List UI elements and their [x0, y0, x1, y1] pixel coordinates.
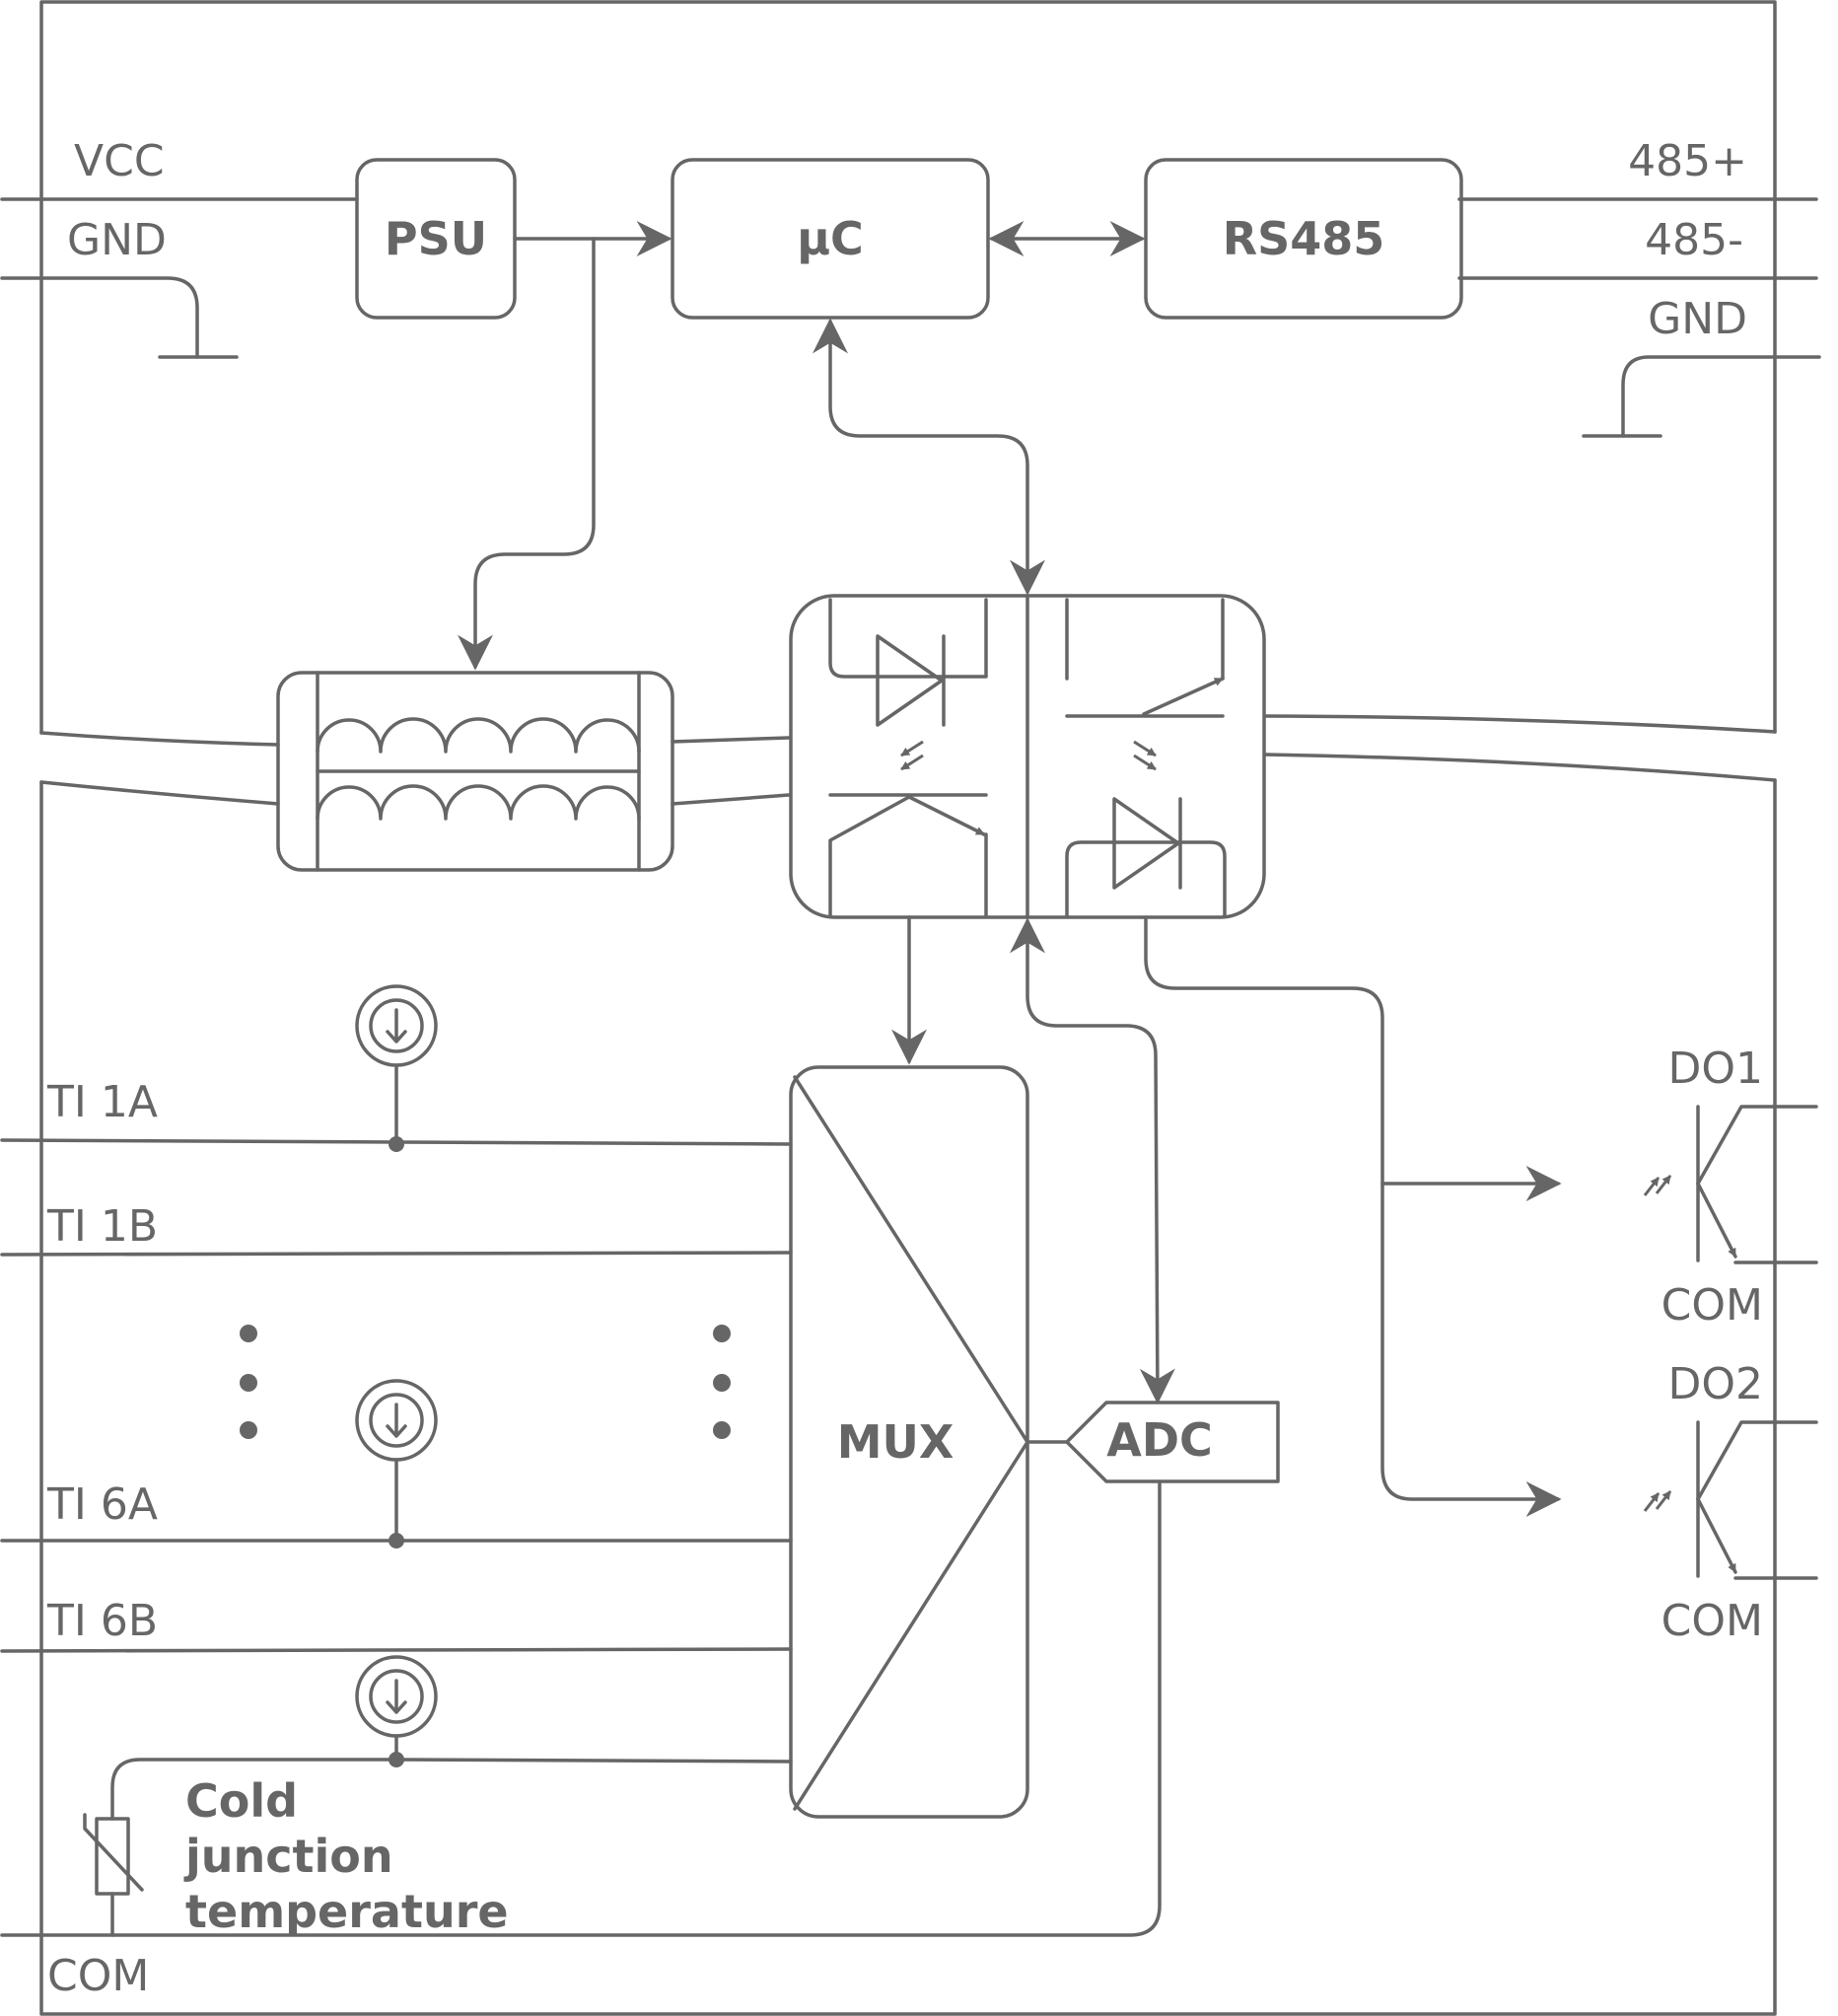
ti6a-label: TI 6A — [46, 1479, 158, 1530]
gnd-right-label: GND — [1648, 294, 1747, 344]
cold-junction-label: Cold junction temperature — [183, 1774, 509, 1938]
cold-junction-line-3: temperature — [185, 1885, 509, 1938]
com-bottom-label: COM — [47, 1951, 149, 2001]
psu-block: PSU — [355, 158, 517, 320]
do1-label: DO1 — [1667, 1044, 1763, 1094]
do1-com-label: COM — [1661, 1280, 1763, 1331]
isolation-barrier-lower-edge — [39, 753, 1777, 806]
gnd-left-line — [0, 276, 199, 359]
mux-block: MUX — [789, 1065, 1029, 1819]
transformer-block — [276, 671, 674, 872]
vcc-label: VCC — [74, 136, 165, 186]
rs485-minus-label: 485- — [1645, 215, 1743, 265]
current-source-icon — [355, 1379, 438, 1548]
led-icon — [1112, 797, 1182, 890]
psu-to-transformer-line — [458, 237, 596, 671]
optocoupler-block — [789, 594, 1266, 919]
adc-label: ADC — [1106, 1413, 1213, 1467]
gnd-right-line — [1621, 355, 1821, 438]
transformer-secondary-coil — [316, 784, 641, 821]
do2-transistor — [1643, 1420, 1818, 1580]
mcu-to-opto-line — [813, 318, 1045, 596]
cold-junction-line-1: Cold — [185, 1774, 298, 1828]
mux-label: MUX — [837, 1415, 954, 1469]
rs485-plus-label: 485+ — [1628, 136, 1747, 186]
mcu-label: µC — [797, 212, 864, 265]
mcu-block: µC — [671, 158, 990, 320]
psu-label: PSU — [385, 212, 487, 265]
thermistor-icon — [83, 1813, 144, 1937]
ti1a-label: TI 1A — [46, 1077, 158, 1127]
opto-to-do-line — [1144, 915, 1562, 1517]
cold-junction-line — [110, 1758, 793, 1821]
housing-upper — [39, 0, 1777, 735]
cold-junction-line-2: junction — [183, 1830, 393, 1883]
ellipsis-dots-left — [240, 1325, 257, 1439]
led-icon — [876, 634, 946, 727]
ti1b-label: TI 1B — [46, 1201, 158, 1252]
current-source-icon — [355, 984, 438, 1152]
ellipsis-dots-right — [713, 1325, 731, 1439]
do1-transistor — [1643, 1105, 1818, 1264]
ti1b-line — [0, 1251, 793, 1257]
housing-lower — [39, 778, 1777, 2016]
do2-label: DO2 — [1667, 1359, 1763, 1409]
rs485-label: RS485 — [1223, 212, 1385, 265]
adc-to-opto-line — [1010, 917, 1175, 1404]
gnd-left-label: GND — [67, 215, 167, 265]
rs485-block: RS485 — [1144, 158, 1463, 320]
transformer-primary-coil — [316, 717, 641, 754]
isolation-barrier-upper-edge — [39, 714, 1777, 747]
ti6b-line — [0, 1647, 793, 1653]
adc-com-line — [0, 1479, 1162, 1937]
adc-block: ADC — [1065, 1401, 1280, 1483]
do2-com-label: COM — [1661, 1596, 1763, 1646]
current-source-icon — [355, 1655, 438, 1767]
ti6b-label: TI 6B — [46, 1596, 158, 1646]
